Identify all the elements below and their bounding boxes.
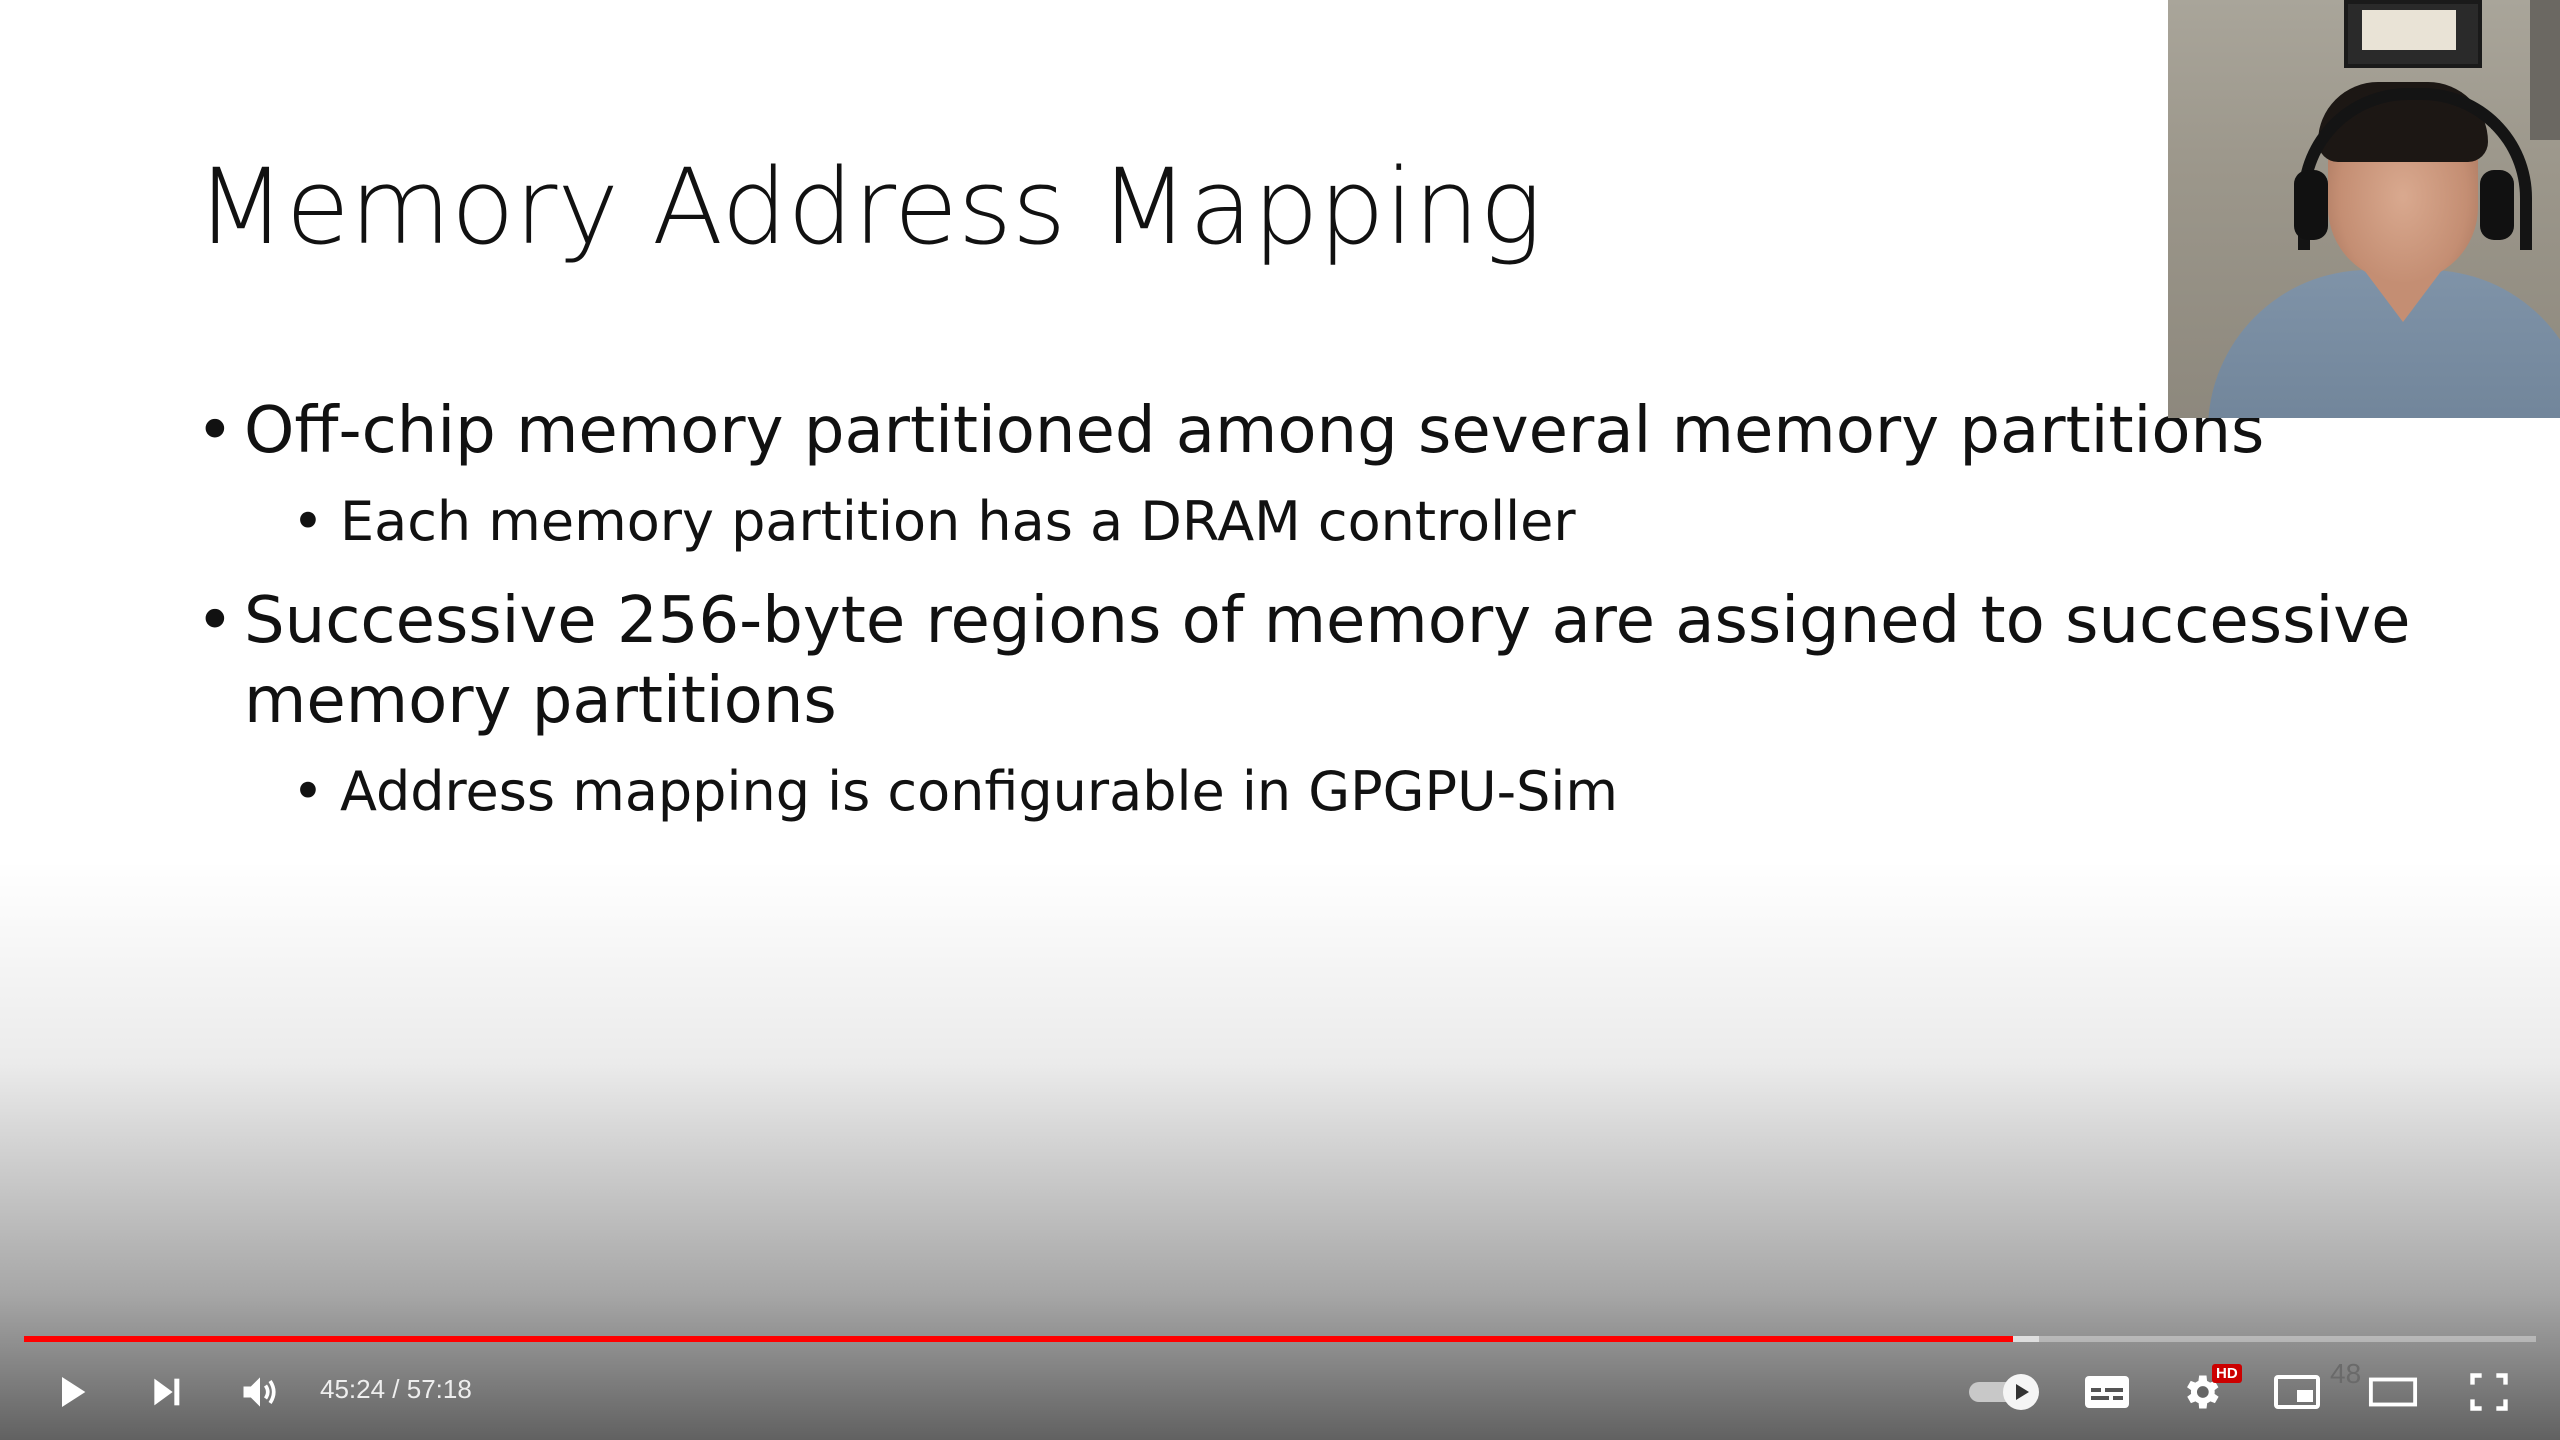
- play-icon: [52, 1372, 92, 1412]
- presenter-webcam: [2168, 0, 2560, 418]
- time-display: 45:24 / 57:18: [320, 1374, 472, 1405]
- bullet-dot: •: [196, 584, 234, 658]
- bullet-dot: •: [196, 394, 234, 468]
- settings-button[interactable]: [2166, 1362, 2236, 1422]
- progress-played: [24, 1336, 2013, 1342]
- slide-number: 48: [2330, 1358, 2362, 1389]
- wall-picture-frame: [2344, 0, 2482, 68]
- subtitles-icon: [2083, 1372, 2131, 1412]
- next-icon: [146, 1372, 186, 1412]
- bullet-dot: •: [292, 490, 324, 553]
- progress-bar[interactable]: [24, 1336, 2536, 1342]
- time-separator: /: [385, 1374, 407, 1404]
- play-button[interactable]: [40, 1362, 104, 1422]
- autoplay-toggle-icon: [1967, 1372, 2043, 1412]
- volume-button[interactable]: [228, 1362, 292, 1422]
- hd-badge: HD: [2212, 1364, 2242, 1383]
- next-button[interactable]: [134, 1362, 198, 1422]
- bullet-text: Off-chip memory partitioned among severa…: [244, 394, 2265, 468]
- theater-mode-icon: [2368, 1374, 2418, 1410]
- slide-title: Memory Address Mapping: [196, 146, 1542, 268]
- bullet-text: memory partitions: [244, 664, 837, 738]
- fullscreen-button[interactable]: [2454, 1362, 2524, 1422]
- theater-mode-button[interactable]: [2358, 1362, 2428, 1422]
- miniplayer-icon: [2273, 1372, 2321, 1412]
- subtitles-button[interactable]: [2072, 1362, 2142, 1422]
- settings-gear-icon: [2179, 1370, 2223, 1414]
- bullet-text: Each memory partition has a DRAM control…: [340, 490, 1576, 553]
- fullscreen-icon: [2467, 1370, 2511, 1414]
- duration: 57:18: [406, 1374, 472, 1404]
- bullet-dot: •: [292, 760, 324, 823]
- autoplay-toggle[interactable]: [1960, 1362, 2050, 1422]
- volume-icon: [238, 1370, 282, 1414]
- bullet-text: Successive 256-byte regions of memory ar…: [244, 584, 2411, 658]
- bullet-text: Address mapping is configurable in GPGPU…: [340, 760, 1618, 823]
- current-time: 45:24: [320, 1374, 386, 1404]
- miniplayer-button[interactable]: [2262, 1362, 2332, 1422]
- controls-gradient: [0, 860, 2560, 1440]
